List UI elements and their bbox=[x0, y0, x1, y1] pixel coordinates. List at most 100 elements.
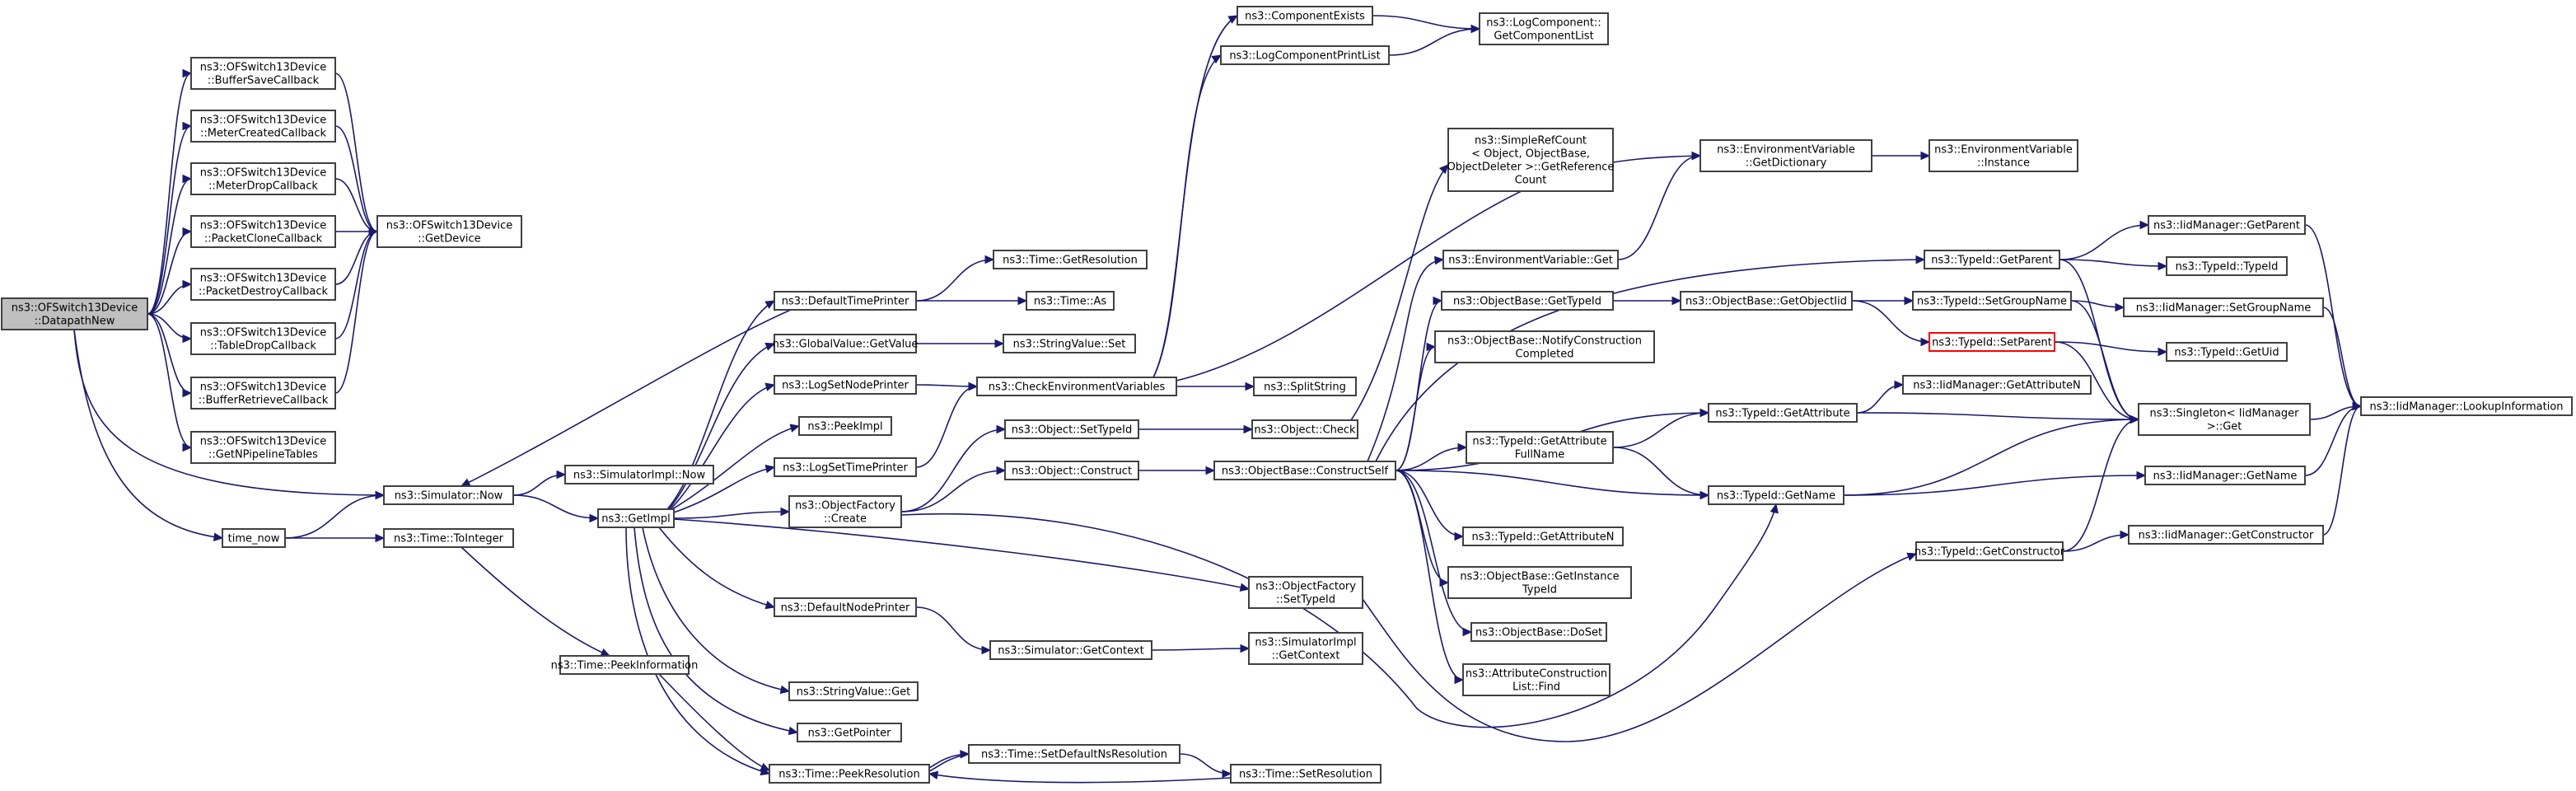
node-ns3-defaultnodeprinter[interactable]: ns3::DefaultNodePrinter bbox=[774, 597, 917, 617]
node-ns3-iidmanager-getattributen[interactable]: ns3::IidManager::GetAttributeN bbox=[1902, 375, 2092, 395]
node-ns3-time-setdefaultnsresolution[interactable]: ns3::Time::SetDefaultNsResolution bbox=[968, 744, 1180, 764]
node-ns3-objectbase-getobjectiid[interactable]: ns3::ObjectBase::GetObjectIid bbox=[1680, 291, 1853, 311]
node-ns3-time-setresolution[interactable]: ns3::Time::SetResolution bbox=[1230, 764, 1382, 784]
edge-n61-to-n66 bbox=[2062, 414, 2140, 552]
node-ns3-globalvalue-getvalue[interactable]: ns3::GlobalValue::GetValue bbox=[773, 334, 919, 353]
node-box bbox=[2128, 525, 2324, 545]
node-ns3-iidmanager-getname[interactable]: ns3::IidManager::GetName bbox=[2144, 466, 2306, 485]
node-ns3-stringvalue-set[interactable]: ns3::StringValue::Set bbox=[1003, 334, 1136, 353]
node-label: ns3::ObjectBase::GetInstance bbox=[1460, 571, 1619, 583]
node-ns3-typeid-setparent[interactable]: ns3::TypeId::SetParent bbox=[1928, 332, 2055, 352]
node-box bbox=[1004, 461, 1139, 480]
node-ns3-ofswitch13device-buffersavecallback[interactable]: ns3::OFSwitch13Device::BufferSaveCallbac… bbox=[190, 57, 336, 90]
node-ns3-simplerefcount-object-objectbase-objectdeleter-getreferencecount[interactable]: ns3::SimpleRefCount< Object, ObjectBase,… bbox=[1447, 128, 1615, 192]
node-ns3-iidmanager-getconstructor[interactable]: ns3::IidManager::GetConstructor bbox=[2128, 525, 2324, 545]
node-ns3-object-check[interactable]: ns3::Object::Check bbox=[1251, 419, 1358, 439]
node-ns3-typeid-getconstructor[interactable]: ns3::TypeId::GetConstructor bbox=[1914, 541, 2065, 561]
node-ns3-object-settypeid[interactable]: ns3::Object::SetTypeId bbox=[1004, 419, 1139, 439]
node-time-now[interactable]: time_now bbox=[222, 528, 286, 548]
edge-n64-to-n69 bbox=[2322, 307, 2363, 411]
node-ns3-objectbase-doset[interactable]: ns3::ObjectBase::DoSet bbox=[1470, 622, 1607, 642]
node-label: TypeId bbox=[1522, 584, 1557, 597]
node-box bbox=[1912, 291, 2072, 311]
node-ns3-getimpl[interactable]: ns3::GetImpl bbox=[597, 508, 675, 528]
node-ns3-ofswitch13device-metercreatedcallback[interactable]: ns3::OFSwitch13Device::MeterCreatedCallb… bbox=[190, 110, 336, 143]
node-ns3-ofswitch13device-meterdropcallback[interactable]: ns3::OFSwitch13Device::MeterDropCallback bbox=[190, 162, 336, 195]
node-ns3-defaulttimeprinter[interactable]: ns3::DefaultTimePrinter bbox=[774, 291, 917, 311]
node-box bbox=[2148, 215, 2306, 235]
node-ns3-typeid-typeid[interactable]: ns3::TypeId::TypeId bbox=[2166, 256, 2288, 276]
node-label: ns3::OFSwitch13Device bbox=[200, 381, 327, 394]
node-ns3-logcomponentprintlist[interactable]: ns3::LogComponentPrintList bbox=[1220, 45, 1390, 65]
node-ns3-ofswitch13device-getnpipelinetables[interactable]: ns3::OFSwitch13Device::GetNPipelineTable… bbox=[190, 431, 336, 464]
node-ns3-objectfactory-create[interactable]: ns3::ObjectFactory::Create bbox=[788, 495, 902, 528]
node-ns3-ofswitch13device-bufferretrievecallback[interactable]: ns3::OFSwitch13Device::BufferRetrieveCal… bbox=[190, 377, 336, 410]
node-ns3-typeid-getname[interactable]: ns3::TypeId::GetName bbox=[1708, 485, 1844, 505]
node-ns3-splitstring[interactable]: ns3::SplitString bbox=[1253, 377, 1357, 396]
node-ns3-ofswitch13device-packetclonecallback[interactable]: ns3::OFSwitch13Device::PacketCloneCallba… bbox=[190, 215, 336, 248]
node-ns3-iidmanager-setgroupname[interactable]: ns3::IidManager::SetGroupName bbox=[2123, 297, 2324, 317]
arrow-head-icon bbox=[928, 770, 939, 779]
arrow-head-icon bbox=[960, 750, 970, 759]
node-ns3-peekimpl[interactable]: ns3::PeekImpl bbox=[798, 416, 892, 436]
node-ns3-ofswitch13device-tabledropcallback[interactable]: ns3::OFSwitch13Device::TableDropCallback bbox=[190, 322, 336, 355]
node-ns3-typeid-getattributen[interactable]: ns3::TypeId::GetAttributeN bbox=[1462, 527, 1624, 546]
edge-n0-to-n6 bbox=[147, 313, 193, 344]
node-ns3-time-peekresolution[interactable]: ns3::Time::PeekResolution bbox=[769, 764, 930, 784]
node-ns3-ofswitch13device-getdevice[interactable]: ns3::OFSwitch13Device::GetDevice bbox=[376, 215, 522, 248]
node-ns3-stringvalue-get[interactable]: ns3::StringValue::Get bbox=[788, 681, 919, 701]
node-label: ns3::IidManager::GetName bbox=[2153, 470, 2298, 483]
edge-line bbox=[2054, 341, 2167, 353]
node-ns3-time-getresolution[interactable]: ns3::Time::GetResolution bbox=[993, 250, 1148, 269]
node-ns3-logsetnodeprinter[interactable]: ns3::LogSetNodePrinter bbox=[774, 375, 917, 395]
node-label: ns3::OFSwitch13Device bbox=[200, 167, 327, 180]
node-label: ns3::Time::SetResolution bbox=[1239, 769, 1372, 781]
node-ns3-simulatorimpl-now[interactable]: ns3::SimulatorImpl::Now bbox=[564, 465, 714, 484]
node-ns3-ofswitch13device-packetdestroycallback[interactable]: ns3::OFSwitch13Device::PacketDestroyCall… bbox=[190, 268, 336, 301]
node-ns3-getpointer[interactable]: ns3::GetPointer bbox=[797, 723, 902, 742]
node-ns3-objectfactory-settypeid[interactable]: ns3::ObjectFactory::SetTypeId bbox=[1248, 576, 1363, 609]
node-box bbox=[1447, 566, 1632, 599]
node-ns3-environmentvariable-get[interactable]: ns3::EnvironmentVariable::Get bbox=[1442, 250, 1619, 269]
node-ns3-objectbase-constructself[interactable]: ns3::ObjectBase::ConstructSelf bbox=[1213, 461, 1396, 480]
node-ns3-typeid-setgroupname[interactable]: ns3::TypeId::SetGroupName bbox=[1912, 291, 2072, 311]
node-ns3-environmentvariable-instance[interactable]: ns3::EnvironmentVariable::Instance bbox=[1928, 139, 2078, 172]
node-ns3-typeid-getuid[interactable]: ns3::TypeId::GetUid bbox=[2166, 342, 2288, 362]
arrow-head-icon bbox=[1699, 408, 1710, 418]
node-ns3-singleton-iidmanager-get[interactable]: ns3::Singleton< IidManager>::Get bbox=[2138, 403, 2311, 436]
node-ns3-object-construct[interactable]: ns3::Object::Construct bbox=[1004, 461, 1139, 480]
node-label: Completed bbox=[1516, 349, 1574, 361]
node-box bbox=[190, 268, 336, 301]
arrow-head-icon bbox=[2158, 347, 2168, 357]
node-ns3-iidmanager-getparent[interactable]: ns3::IidManager::GetParent bbox=[2148, 215, 2306, 235]
node-ns3-simulatorimpl-getcontext[interactable]: ns3::SimulatorImpl::GetContext bbox=[1248, 632, 1363, 665]
node-ns3-simulator-getcontext[interactable]: ns3::Simulator::GetContext bbox=[989, 640, 1152, 660]
edge-n0-to-n4 bbox=[147, 227, 193, 315]
edge-n38-to-n44 bbox=[1367, 255, 1445, 462]
edge-line bbox=[658, 527, 775, 608]
edge-line bbox=[673, 518, 1250, 590]
edge-n14-to-n39 bbox=[673, 518, 1251, 592]
node-ns3-environmentvariable-getdictionary[interactable]: ns3::EnvironmentVariable::GetDictionary bbox=[1699, 139, 1872, 172]
node-ns3-typeid-getparent[interactable]: ns3::TypeId::GetParent bbox=[1924, 250, 2060, 269]
node-ns3-objectbase-notifyconstructioncompleted[interactable]: ns3::ObjectBase::NotifyConstructionCompl… bbox=[1434, 330, 1655, 363]
node-ns3-checkenvironmentvariables[interactable]: ns3::CheckEnvironmentVariables bbox=[976, 377, 1177, 396]
node-ns3-logsettimeprinter[interactable]: ns3::LogSetTimePrinter bbox=[774, 457, 917, 477]
node-ns3-time-peekinformation[interactable]: ns3::Time::PeekInformation bbox=[551, 655, 699, 675]
node-ns3-simulator-now[interactable]: ns3::Simulator::Now bbox=[383, 485, 514, 505]
node-ns3-logcomponent-getcomponentlist[interactable]: ns3::LogComponent::GetComponentList bbox=[1479, 12, 1609, 45]
node-ns3-time-tointeger[interactable]: ns3::Time::ToInteger bbox=[383, 528, 514, 548]
edge-line bbox=[2322, 405, 2362, 536]
node-ns3-ofswitch13device-datapathnew[interactable]: ns3::OFSwitch13Device::DatapathNew bbox=[1, 297, 148, 330]
node-label: ns3::TypeId::GetAttribute bbox=[1472, 436, 1606, 448]
node-ns3-componentexists[interactable]: ns3::ComponentExists bbox=[1237, 6, 1373, 26]
node-ns3-objectbase-gettypeid[interactable]: ns3::ObjectBase::GetTypeId bbox=[1441, 291, 1614, 311]
node-label: ns3::TypeId::SetGroupName bbox=[1917, 296, 2067, 308]
node-ns3-time-as[interactable]: ns3::Time::As bbox=[1026, 291, 1115, 311]
arrow-head-icon bbox=[1904, 296, 1914, 306]
node-ns3-typeid-getattribute[interactable]: ns3::TypeId::GetAttribute bbox=[1708, 403, 1858, 423]
node-ns3-iidmanager-lookupinformation[interactable]: ns3::IidManager::LookupInformation bbox=[2360, 396, 2573, 416]
